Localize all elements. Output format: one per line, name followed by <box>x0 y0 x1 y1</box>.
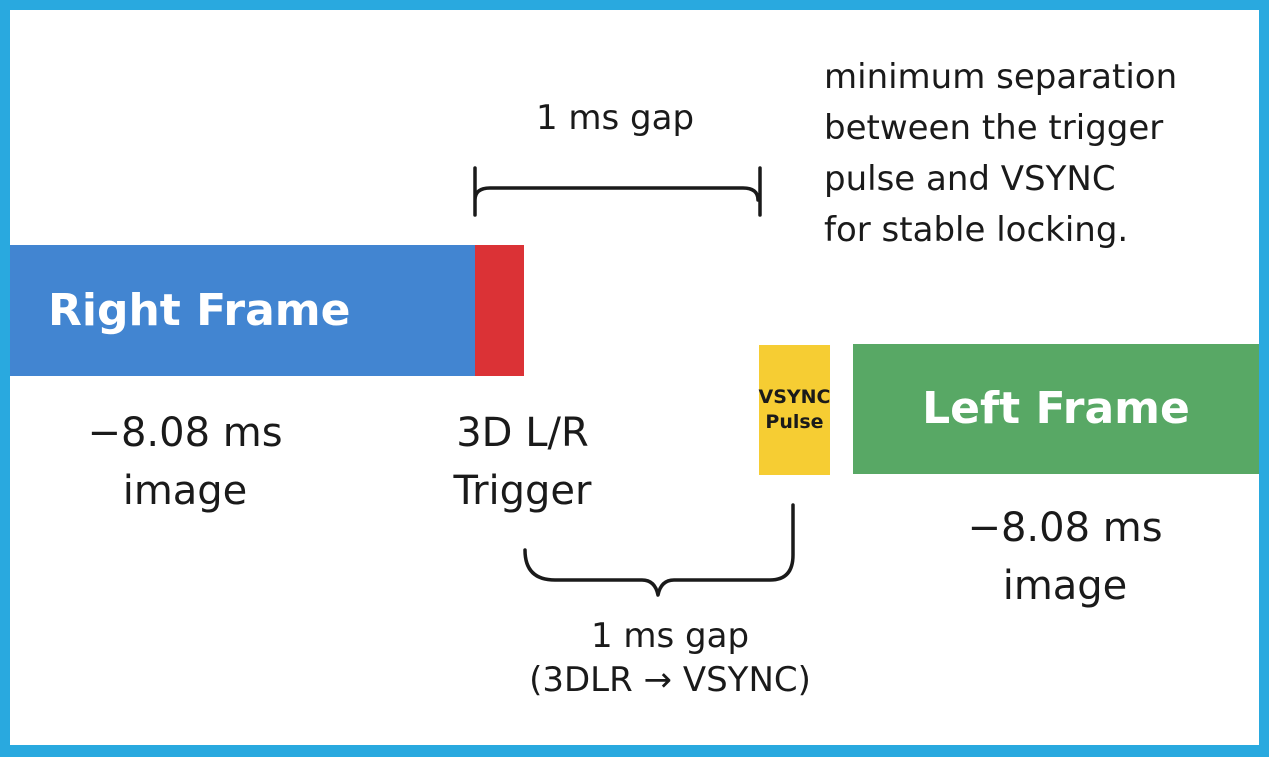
trigger-label-line1: 3D L/R <box>456 410 589 456</box>
right-duration-line1: −8.08 ms <box>87 410 283 456</box>
top-gap-label: 1 ms gap <box>535 98 695 138</box>
note-line: between the trigger <box>824 108 1164 148</box>
note-line: minimum separation <box>824 57 1178 97</box>
right-frame-label: Right Frame <box>48 285 351 336</box>
trigger-label: 3D L/R Trigger <box>410 404 635 520</box>
top-gap-bracket <box>473 166 762 217</box>
vsync-label-line2: Pulse <box>765 411 824 433</box>
right-frame-duration: −8.08 ms image <box>45 404 325 520</box>
bottom-gap-line2: (3DLR → VSYNC) <box>529 660 811 700</box>
left-frame-bar: Left Frame <box>853 344 1259 474</box>
trigger-pulse-block <box>475 245 524 376</box>
vsync-pulse-label: VSYNC Pulse <box>758 345 831 475</box>
right-duration-line2: image <box>122 468 248 514</box>
bottom-gap-line1: 1 ms gap <box>590 616 750 656</box>
note-text: minimum separation between the trigger p… <box>824 52 1177 256</box>
left-frame-label: Left Frame <box>922 383 1190 434</box>
diagram-canvas: Right Frame VSYNC Pulse Left Frame 1 ms … <box>10 10 1259 745</box>
note-line: for stable locking. <box>824 210 1129 250</box>
right-frame-bar: Right Frame <box>10 245 476 376</box>
left-duration-line2: image <box>1002 563 1128 609</box>
left-duration-line1: −8.08 ms <box>967 505 1163 551</box>
vsync-pulse-block: VSYNC Pulse <box>758 345 831 475</box>
trigger-label-line2: Trigger <box>453 468 592 514</box>
vsync-label-line1: VSYNC <box>758 386 831 409</box>
bottom-gap-label: 1 ms gap (3DLR → VSYNC) <box>505 614 835 702</box>
left-frame-duration: −8.08 ms image <box>925 499 1205 615</box>
note-line: pulse and VSYNC <box>824 159 1116 199</box>
